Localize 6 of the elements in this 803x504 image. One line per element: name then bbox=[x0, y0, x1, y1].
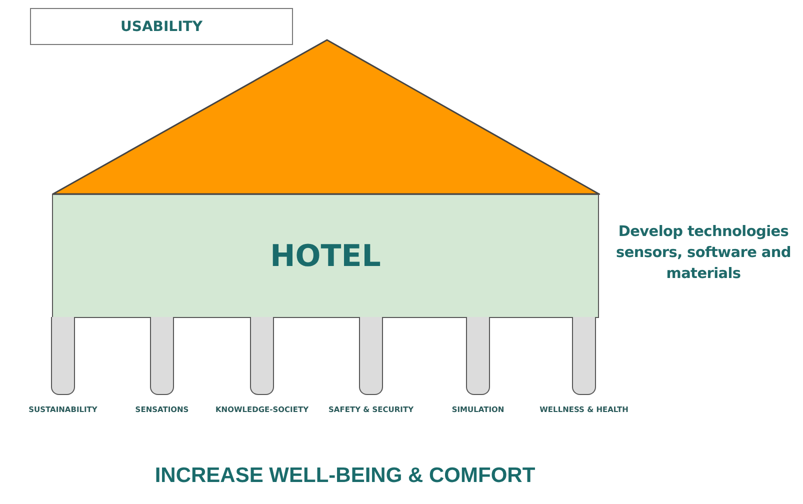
label-box bbox=[30, 8, 293, 45]
building-label: HOTEL bbox=[270, 238, 381, 274]
side-note: Develop technologies sensors, software and materials bbox=[615, 223, 792, 284]
box-label: USABILITY bbox=[120, 18, 202, 34]
building-box bbox=[52, 194, 599, 318]
caption: INCREASE WELL-BEING & COMFORT bbox=[154, 464, 536, 488]
